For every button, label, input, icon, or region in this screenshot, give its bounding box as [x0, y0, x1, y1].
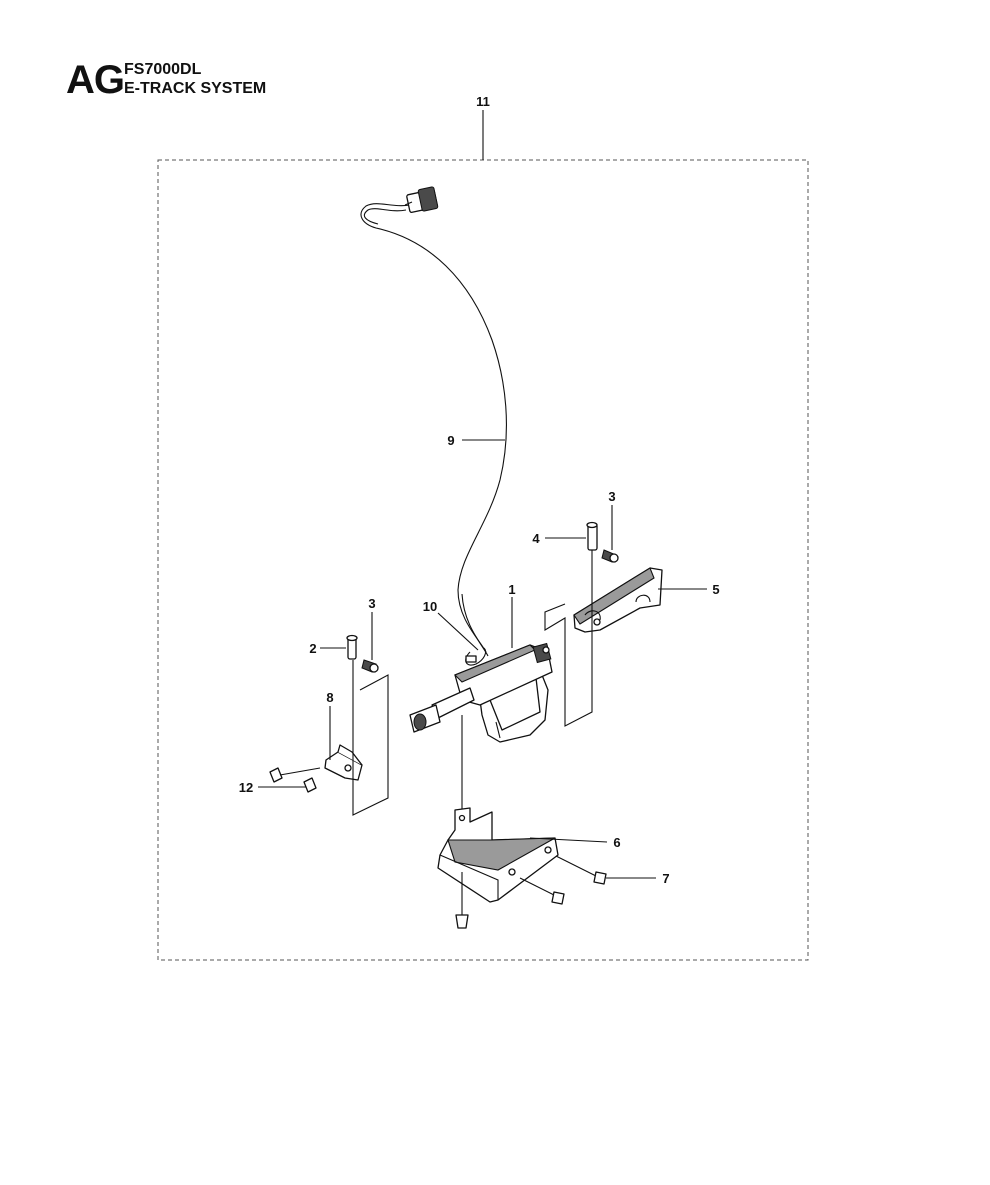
cable-tie — [465, 647, 487, 666]
callout-1[interactable]: 1 — [508, 582, 515, 597]
right-pin — [586, 521, 598, 551]
right-clip — [601, 549, 619, 563]
left-pin — [346, 634, 358, 660]
lower-bolts — [455, 855, 607, 929]
right-mount-reference — [544, 550, 593, 727]
left-clip — [361, 659, 379, 673]
linear-actuator — [409, 642, 553, 743]
leader-line-6 — [529, 837, 608, 843]
callout-10[interactable]: 10 — [423, 599, 437, 614]
upper-bracket — [573, 567, 663, 633]
section-code: AG — [66, 58, 125, 102]
callout-4[interactable]: 4 — [532, 531, 540, 546]
leader-line-10 — [437, 612, 479, 651]
callout-6[interactable]: 6 — [613, 835, 620, 850]
callout-3-right[interactable]: 3 — [608, 489, 615, 504]
callout-12[interactable]: 12 — [239, 780, 253, 795]
wiring-harness — [360, 186, 507, 657]
callout-9[interactable]: 9 — [447, 433, 454, 448]
callout-11[interactable]: 11 — [476, 94, 490, 109]
model-name: FS7000DL — [124, 61, 202, 78]
callout-5[interactable]: 5 — [712, 582, 719, 597]
left-bolts — [269, 767, 321, 793]
callout-8[interactable]: 8 — [326, 690, 333, 705]
callout-3-left[interactable]: 3 — [368, 596, 375, 611]
system-title: E-TRACK SYSTEM — [124, 80, 267, 97]
left-mount-reference — [352, 660, 389, 816]
callout-2[interactable]: 2 — [309, 641, 316, 656]
callout-7[interactable]: 7 — [662, 871, 669, 886]
lower-bracket — [437, 807, 559, 903]
